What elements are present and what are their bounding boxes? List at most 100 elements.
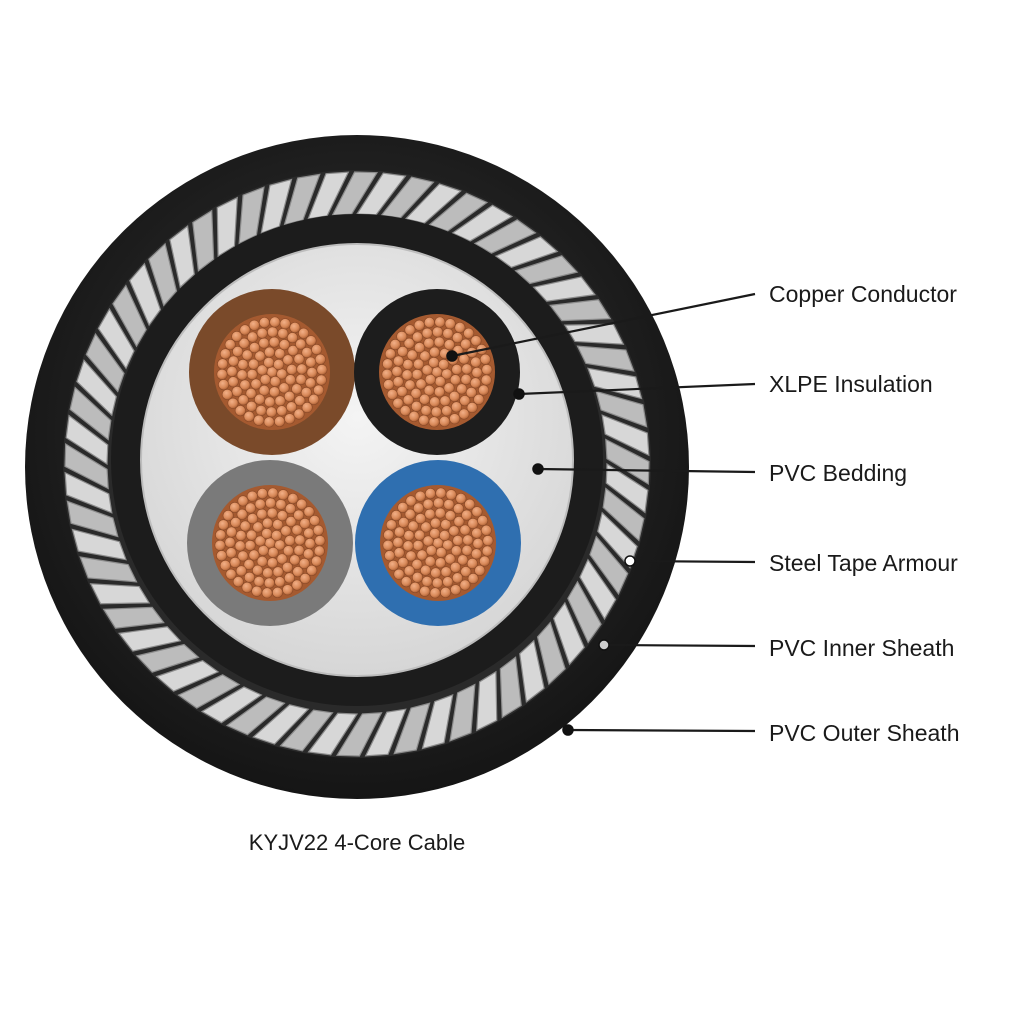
copper-strand <box>239 520 251 532</box>
copper-strand <box>262 517 274 529</box>
copper-strand <box>269 316 281 328</box>
copper-strand <box>421 327 433 339</box>
copper-strand <box>314 535 326 547</box>
copper-strand <box>291 383 303 395</box>
copper-strand <box>250 378 262 390</box>
copper-strand <box>452 535 464 547</box>
copper-strand <box>382 539 394 551</box>
armour-tape <box>451 204 514 242</box>
copper-strand <box>402 394 414 406</box>
armour-tape <box>587 367 643 400</box>
copper-strand <box>390 510 402 522</box>
copper-strand <box>479 555 491 567</box>
copper-strand <box>293 509 305 521</box>
copper-strand <box>244 539 256 551</box>
copper-strand <box>248 549 260 561</box>
copper-strand <box>279 318 291 330</box>
copper-strand <box>385 519 397 531</box>
copper-strand <box>265 406 277 418</box>
copper-strand <box>453 516 465 528</box>
copper-strand <box>277 328 289 340</box>
label-steel-tape-armour: Steel Tape Armour <box>769 550 958 576</box>
copper-strand <box>428 416 440 428</box>
copper-strand <box>243 410 255 422</box>
label-pvc-outer-sheath: PVC Outer Sheath <box>769 720 960 746</box>
copper-strand <box>238 337 250 349</box>
copper-strand <box>432 326 444 338</box>
copper-strand <box>384 348 396 360</box>
copper-strand <box>461 544 473 556</box>
copper-strand <box>299 573 311 585</box>
copper-strand <box>389 339 401 351</box>
copper-strand <box>429 528 441 540</box>
copper-strand <box>461 509 473 521</box>
copper-strand <box>423 384 435 396</box>
copper-strand <box>448 390 460 402</box>
leader-dot <box>624 555 636 567</box>
copper-strand <box>301 347 313 359</box>
diagram-caption: KYJV22 4-Core Cable <box>249 830 465 855</box>
armour-tape <box>71 528 127 561</box>
copper-strand <box>391 365 403 377</box>
copper-strand <box>439 415 451 427</box>
label-copper-conductor: Copper Conductor <box>769 281 957 307</box>
armour-tape <box>536 621 566 686</box>
armour-tape <box>252 704 310 745</box>
copper-strand <box>421 575 433 587</box>
armour-tape <box>97 307 135 370</box>
armour-tape <box>79 556 138 583</box>
copper-strand <box>405 550 417 562</box>
copper-strand <box>413 319 425 331</box>
copper-strand <box>411 368 423 380</box>
label-pvc-bedding: PVC Bedding <box>769 460 907 486</box>
copper-strand <box>450 401 462 413</box>
copper-strand <box>271 530 283 542</box>
leader-dot <box>513 388 525 400</box>
copper-strand <box>443 382 455 394</box>
armour-tape <box>64 442 109 490</box>
copper-strand <box>287 493 299 505</box>
leader-line <box>567 728 756 733</box>
armour-tape <box>260 178 293 234</box>
copper-strand <box>298 558 310 570</box>
copper-strand <box>283 390 295 402</box>
copper-strand <box>247 331 259 343</box>
copper-strand <box>434 375 446 387</box>
copper-strand <box>430 517 442 529</box>
copper-strand <box>216 368 228 380</box>
copper-strand <box>419 350 431 362</box>
copper-strand <box>303 506 315 518</box>
leader-dot <box>446 350 458 362</box>
copper-strand <box>397 556 409 568</box>
copper-strand <box>420 404 432 416</box>
copper-strand <box>264 346 276 358</box>
copper-strand <box>275 499 287 511</box>
copper-strand <box>296 363 308 375</box>
copper-strand <box>276 553 288 565</box>
copper-strand <box>440 519 452 531</box>
copper-strand <box>304 538 316 550</box>
copper-strand <box>256 488 268 500</box>
copper-strand <box>258 317 270 329</box>
armour-tape <box>112 284 147 348</box>
armour-tape <box>602 487 645 542</box>
copper-strand <box>382 358 394 370</box>
copper-strand <box>451 572 463 584</box>
copper-strand <box>249 342 261 354</box>
copper-strand <box>293 544 305 556</box>
copper-strand <box>246 368 258 380</box>
copper-strand <box>482 535 494 547</box>
copper-strand <box>293 353 305 365</box>
copper-strand <box>276 510 288 522</box>
copper-strand <box>302 548 314 560</box>
copper-strand <box>232 576 244 588</box>
copper-strand <box>481 364 493 376</box>
copper-strand <box>404 508 416 520</box>
copper-strand <box>439 395 451 407</box>
armour-tape <box>421 694 454 750</box>
copper-strand <box>408 410 420 422</box>
copper-strand <box>464 498 476 510</box>
copper-strand <box>252 521 264 533</box>
copper-strand <box>247 513 259 525</box>
copper-strand <box>438 359 450 371</box>
